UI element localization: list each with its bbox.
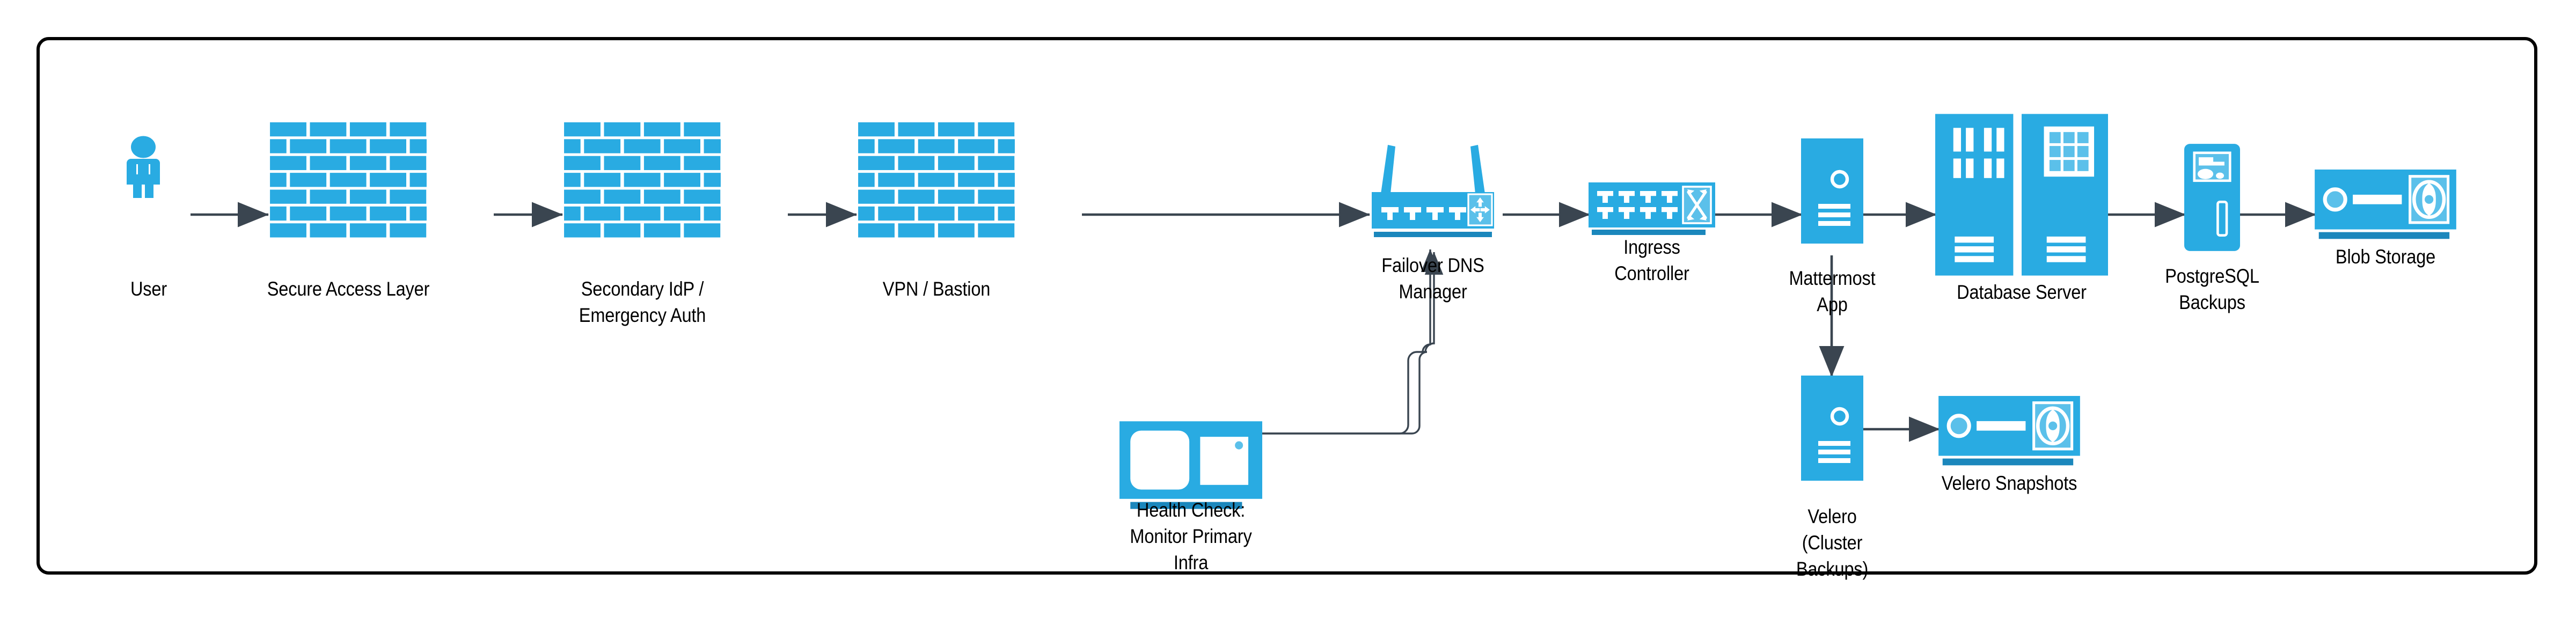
- icon-firewall-vpn-bastion: [858, 122, 1015, 238]
- icon-storage-velero-snapshots: [1938, 396, 2080, 465]
- icon-server-tower-mattermost: [1801, 138, 1863, 244]
- edge-health-check-routing-actual: [1262, 252, 1444, 435]
- icon-firewall-secondary-idp: [564, 122, 721, 238]
- icon-database-server-rack: [1935, 114, 2108, 276]
- icon-network-switch: [1589, 182, 1715, 235]
- icon-server-tower-velero: [1801, 376, 1863, 481]
- edge-health-check-to-failover-dns: [1262, 249, 1440, 435]
- icon-backup-appliance: [2184, 144, 2240, 251]
- icon-storage-blob: [2315, 170, 2456, 239]
- icon-monitor-health-check: [1119, 421, 1262, 509]
- icon-firewall-secure-access: [270, 122, 427, 238]
- connector-layer: [191, 202, 2316, 442]
- diagram-container-border: [36, 37, 2537, 575]
